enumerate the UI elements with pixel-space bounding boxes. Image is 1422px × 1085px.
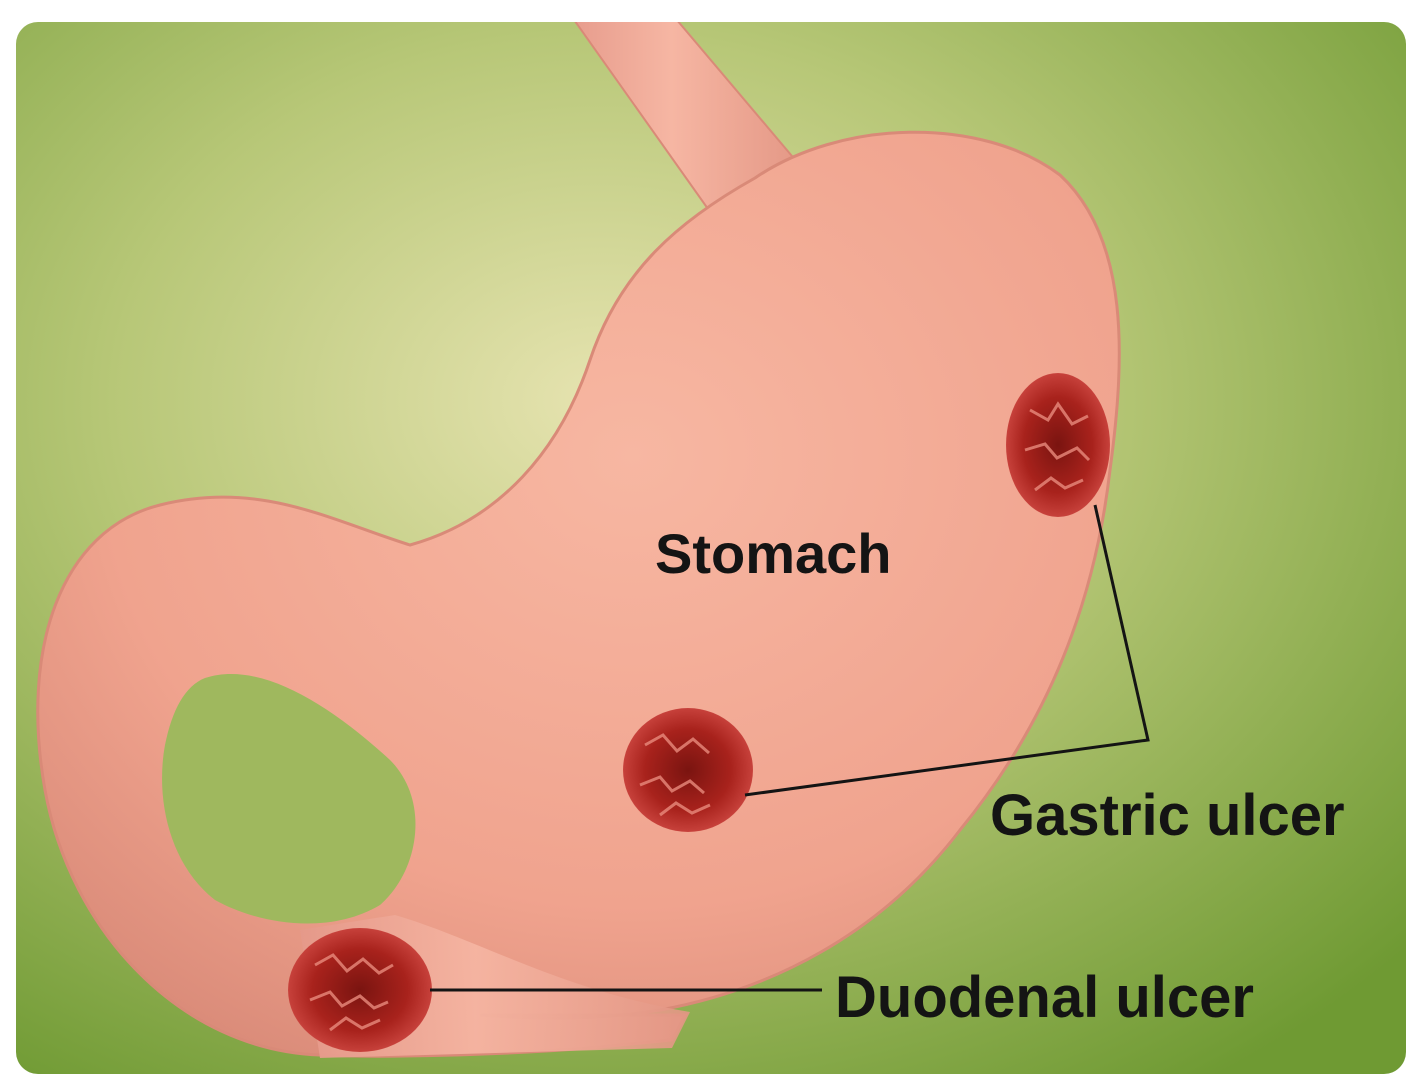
gastric-ulcer-lower	[623, 708, 753, 832]
gastric-ulcer-upper	[1006, 373, 1110, 517]
duodenal-ulcer-label: Duodenal ulcer	[835, 965, 1254, 1030]
stomach-label: Stomach	[655, 522, 892, 585]
gastric-ulcer-label: Gastric ulcer	[990, 783, 1345, 848]
duodenal-ulcer	[288, 928, 432, 1052]
